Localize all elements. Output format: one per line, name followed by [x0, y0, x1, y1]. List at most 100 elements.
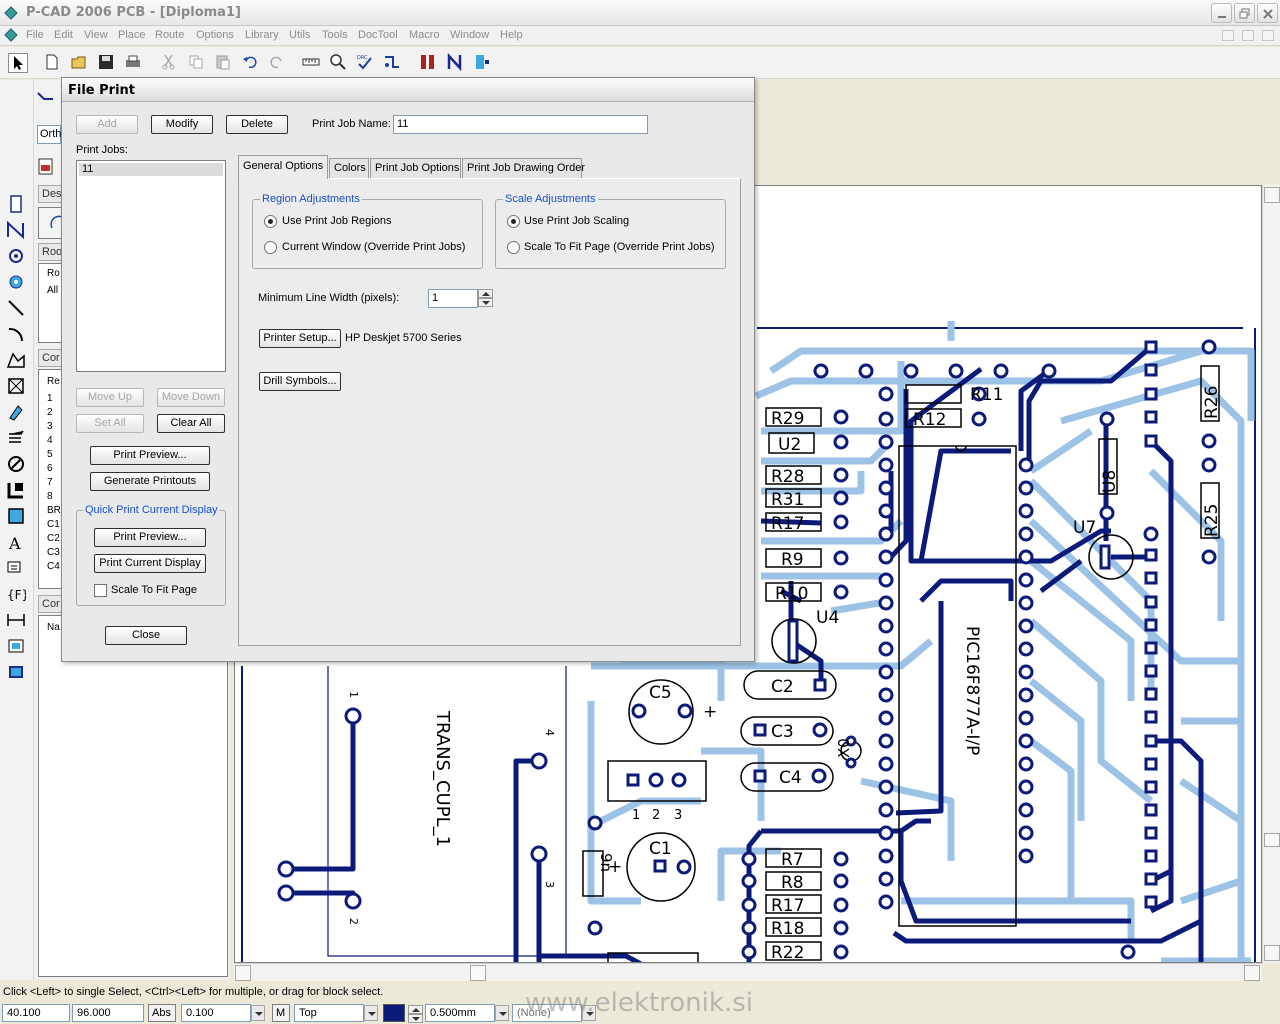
layer-select[interactable]: Top [294, 1004, 364, 1022]
place-line-icon[interactable] [6, 298, 26, 318]
list-item[interactable]: Re [47, 376, 60, 387]
menu-place[interactable]: Place [118, 29, 146, 41]
minimize-button[interactable] [1211, 3, 1232, 23]
open-file-button[interactable] [70, 53, 90, 73]
clear-all-button[interactable]: Clear All [157, 414, 225, 433]
list-item[interactable]: C3 [47, 547, 60, 558]
min-line-width-input[interactable]: 1 [428, 289, 478, 308]
move-down-button[interactable]: Move Down [157, 388, 225, 407]
scroll-down-arrow[interactable] [1264, 945, 1280, 961]
document-menu-icon[interactable] [4, 28, 18, 42]
net-dropdown-arrow[interactable] [582, 1005, 596, 1021]
use-print-job-regions-radio[interactable] [264, 215, 277, 228]
layer-button[interactable] [419, 53, 439, 73]
modify-button[interactable]: Modify [151, 115, 213, 134]
horizontal-scroll-thumb[interactable] [470, 965, 486, 981]
scale-to-fit-checkbox[interactable] [94, 584, 107, 597]
scroll-right-arrow[interactable] [1244, 965, 1260, 981]
place-field-icon[interactable]: {F} [6, 584, 26, 604]
print-button[interactable] [124, 53, 144, 73]
place-polygon-icon[interactable] [6, 350, 26, 370]
width-spin-down[interactable] [408, 1014, 423, 1023]
menu-help[interactable]: Help [500, 29, 523, 41]
menu-route[interactable]: Route [155, 29, 185, 41]
mdi-restore-button[interactable] [1242, 30, 1254, 41]
place-component-icon[interactable] [6, 194, 26, 214]
list-item[interactable]: 5 [47, 449, 53, 460]
menu-doctool[interactable]: DocTool [358, 29, 398, 41]
connections-list[interactable]: Na [38, 615, 228, 977]
list-item[interactable]: 8 [47, 491, 53, 502]
printer-setup-button[interactable]: Printer Setup... [259, 329, 341, 348]
menu-utils[interactable]: Utils [289, 29, 311, 41]
menu-window[interactable]: Window [450, 29, 490, 41]
mdi-minimize-button[interactable] [1222, 30, 1234, 41]
place-plane-icon[interactable] [6, 428, 26, 448]
place-keepout-icon[interactable] [6, 376, 26, 396]
print-job-item[interactable]: 11 [79, 163, 223, 176]
print-job-name-input[interactable]: 11 [393, 115, 648, 134]
quick-print-preview-button[interactable]: Print Preview... [94, 528, 206, 547]
tab-print-job-drawing-order[interactable]: Print Job Drawing Order [462, 158, 585, 178]
tab-general-options[interactable]: General Options [238, 155, 328, 179]
undo-button[interactable] [241, 53, 261, 73]
print-preview-button[interactable]: Print Preview... [90, 446, 210, 465]
place-table-icon[interactable] [6, 662, 26, 682]
add-button[interactable]: Add [76, 115, 138, 134]
place-cutout-icon[interactable] [6, 454, 26, 474]
set-all-button[interactable]: Set All [76, 414, 144, 433]
new-file-button[interactable] [43, 53, 63, 73]
x-coordinate-field[interactable]: 40.100 [2, 1004, 70, 1022]
menu-file[interactable]: File [26, 29, 44, 41]
rooms-list-item[interactable]: All [47, 285, 59, 296]
vertical-scrollbar[interactable] [1262, 185, 1280, 963]
horizontal-scrollbar[interactable] [234, 963, 1262, 981]
list-item[interactable]: 6 [47, 463, 53, 474]
vertical-scroll-thumb[interactable] [1264, 833, 1280, 847]
absolute-toggle-button[interactable]: Abs [148, 1004, 176, 1022]
scale-to-fit-page-radio[interactable] [507, 241, 520, 254]
drill-symbols-button[interactable]: Drill Symbols... [259, 372, 341, 391]
select-tool-button[interactable] [8, 53, 28, 73]
redo-button[interactable] [268, 53, 288, 73]
list-item[interactable]: C2 [47, 533, 60, 544]
grid-field[interactable]: 0.100 [181, 1004, 251, 1022]
menu-macro[interactable]: Macro [409, 29, 440, 41]
list-item[interactable]: Na [47, 622, 60, 633]
place-connection-icon[interactable] [6, 220, 26, 240]
place-arc-icon[interactable] [6, 324, 26, 344]
list-item[interactable]: C1 [47, 519, 60, 530]
mdi-close-button[interactable] [1262, 30, 1274, 41]
menu-tools[interactable]: Tools [322, 29, 348, 41]
list-item[interactable]: 3 [47, 421, 53, 432]
list-item[interactable]: BR [47, 505, 61, 516]
y-coordinate-field[interactable]: 96.000 [72, 1004, 144, 1022]
close-dialog-button[interactable]: Close [105, 626, 187, 645]
measure-button[interactable] [302, 53, 322, 73]
place-pad-icon[interactable] [6, 246, 26, 266]
ortho-mode-select[interactable]: Orth [37, 125, 61, 144]
menu-library[interactable]: Library [245, 29, 279, 41]
save-button[interactable] [97, 53, 117, 73]
place-point-icon[interactable] [6, 480, 26, 500]
grid-dropdown-arrow[interactable] [251, 1005, 265, 1021]
layer-color-swatch[interactable] [383, 1004, 405, 1022]
place-diagram-icon[interactable] [6, 636, 26, 656]
route-interactive-icon[interactable] [36, 88, 56, 108]
report-icon[interactable] [36, 157, 56, 177]
place-copper-pour-icon[interactable] [6, 402, 26, 422]
layer-dropdown-arrow[interactable] [364, 1005, 378, 1021]
tab-print-job-options[interactable]: Print Job Options [370, 158, 461, 178]
menu-edit[interactable]: Edit [54, 29, 73, 41]
generate-printouts-button[interactable]: Generate Printouts [90, 472, 210, 491]
place-dimension-icon[interactable] [6, 610, 26, 630]
print-jobs-list[interactable]: 11 [76, 160, 226, 372]
line-width-field[interactable]: 0.500mm [425, 1004, 495, 1022]
use-print-job-scaling-radio[interactable] [507, 215, 520, 228]
spin-up-arrow[interactable] [478, 289, 493, 298]
list-item[interactable]: 1 [47, 393, 53, 404]
list-item[interactable]: 4 [47, 435, 53, 446]
width-spin-up[interactable] [408, 1005, 423, 1014]
scroll-up-arrow[interactable] [1264, 187, 1280, 203]
print-current-display-button[interactable]: Print Current Display [94, 554, 206, 573]
